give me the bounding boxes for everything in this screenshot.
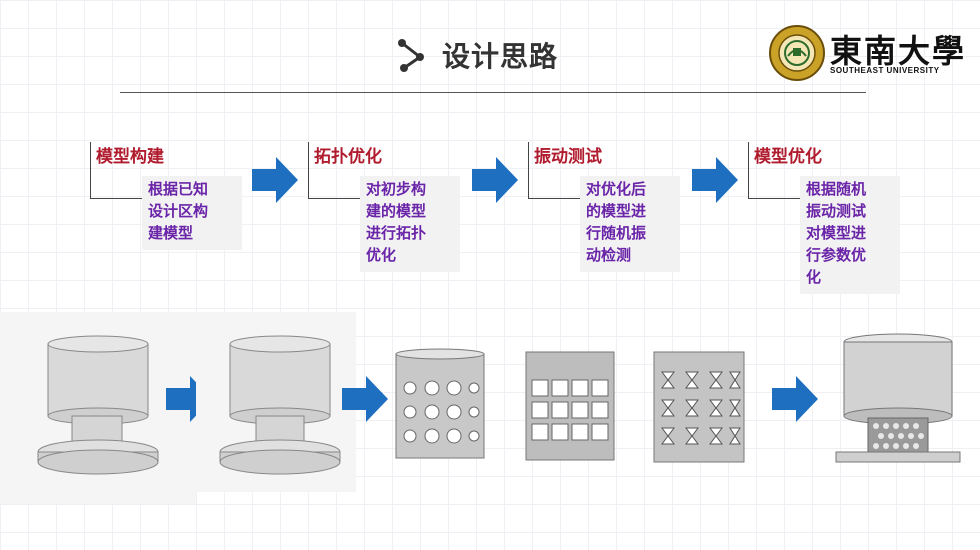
step-bracket [748,142,801,199]
desc-line: 进行拓扑 [366,224,427,242]
step-bracket [528,142,581,199]
university-name-en: SOUTHEAST UNIVERSITY [830,66,940,75]
desc-line: 根据已知 [148,180,209,198]
step-title: 振动测试 [534,147,602,167]
step-description: 根据随机 振动测试 对模型进 行参数优 化 [800,176,900,294]
arrow-right-icon [252,157,298,203]
desc-line: 行随机振 [586,224,647,242]
lattice-grid-image [524,350,616,464]
arrow-right-icon [342,376,388,422]
university-logo: 東南大學 SOUTHEAST UNIVERSITY [768,24,964,84]
lattice-bowtie-image [652,350,746,464]
step-title: 模型优化 [754,147,822,167]
page-title: 设计思路 [442,40,559,73]
desc-line: 对初步构 [366,180,427,198]
arrow-right-icon [692,157,738,203]
step-title: 模型构建 [96,147,164,167]
share-icon [398,39,424,72]
optimized-model-icon [835,333,961,463]
step-description: 根据已知 设计区构 建模型 [142,176,242,250]
step-bracket [90,142,143,199]
desc-line: 建的模型 [366,202,427,220]
step-description: 对优化后 的模型进 行随机振 动检测 [580,176,680,272]
desc-line: 设计区构 [148,202,209,220]
desc-line: 对模型进 [806,224,867,242]
desc-line: 振动测试 [806,202,867,220]
cylinder-model-icon [219,335,341,475]
step-bracket [308,142,361,199]
step-3: 振动测试 对优化后 的模型进 行随机振 动检测 [528,142,688,282]
step-2: 拓扑优化 对初步构 建的模型 进行拓扑 优化 [308,142,468,282]
slide-header: 设计思路 [392,30,558,80]
model-optimized-image [834,330,962,470]
arrow-right-icon [472,157,518,203]
desc-line: 根据随机 [806,180,867,198]
step-1: 模型构建 根据已知 设计区构 建模型 [90,142,250,272]
university-seal-icon [769,25,825,81]
step-4: 模型优化 根据随机 振动测试 对模型进 行参数优 化 [748,142,908,302]
desc-line: 对优化后 [586,180,647,198]
bowtie-cylinder-icon [653,351,745,463]
arrow-right-icon [772,376,818,422]
lattice-holes-image [394,348,486,466]
header-divider [120,92,866,93]
model-initial-image [0,312,196,504]
cylinder-model-icon [37,335,159,475]
perforated-cylinder-icon [395,348,485,459]
desc-line: 的模型进 [586,202,647,220]
step-description: 对初步构 建的模型 进行拓扑 优化 [360,176,460,272]
step-title: 拓扑优化 [314,147,382,167]
desc-line: 行参数优 [806,246,867,264]
desc-line: 化 [806,268,822,286]
university-name-cn: 東南大學 [830,32,967,70]
desc-line: 建模型 [148,224,194,242]
desc-line: 优化 [366,246,397,264]
grid-cylinder-icon [525,351,615,461]
desc-line: 动检测 [586,246,632,264]
model-topology-image [196,312,356,492]
